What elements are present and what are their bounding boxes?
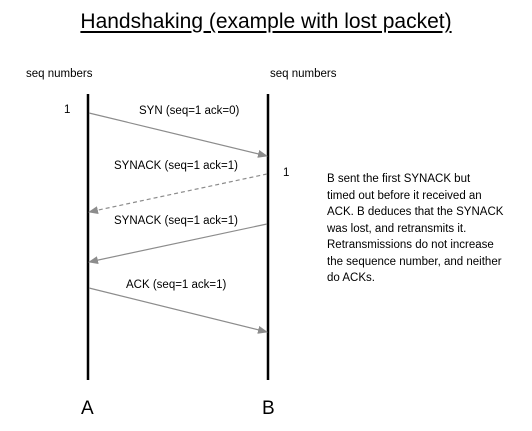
node-b-label: B <box>262 398 275 419</box>
right-seq-header: seq numbers <box>270 68 337 80</box>
explanation-note: B sent the first SYNACK but timed out be… <box>327 171 527 287</box>
note-line: timed out before it received an <box>327 189 482 202</box>
note-line: do ACKs. <box>327 272 375 284</box>
note-line: the sequence number, and neither <box>327 255 502 268</box>
left-seq-number: 1 <box>64 104 71 116</box>
arrow-ack <box>88 287 268 334</box>
note-line: ACK. B deduces that the SYNACK <box>327 206 504 218</box>
label-ack: ACK (seq=1 ack=1) <box>126 279 227 291</box>
node-a-label: A <box>81 398 94 419</box>
label-synack-lost: SYNACK (seq=1 ack=1) <box>114 160 239 172</box>
note-line: was lost, and retransmits it. <box>327 222 467 235</box>
right-seq-number: 1 <box>283 167 290 179</box>
label-synack-retransmit: SYNACK (seq=1 ack=1) <box>114 215 239 227</box>
note-line: Retransmissions do not increase <box>327 239 494 251</box>
left-seq-header: seq numbers <box>26 68 93 80</box>
diagram-title: Handshaking (example with lost packet) <box>80 10 452 33</box>
arrow-synack-retransmit <box>88 223 268 265</box>
note-line: B sent the first SYNACK but <box>327 173 471 185</box>
arrow-synack-lost <box>88 173 268 215</box>
label-syn: SYN (seq=1 ack=0) <box>139 105 240 117</box>
arrow-syn <box>88 112 268 158</box>
